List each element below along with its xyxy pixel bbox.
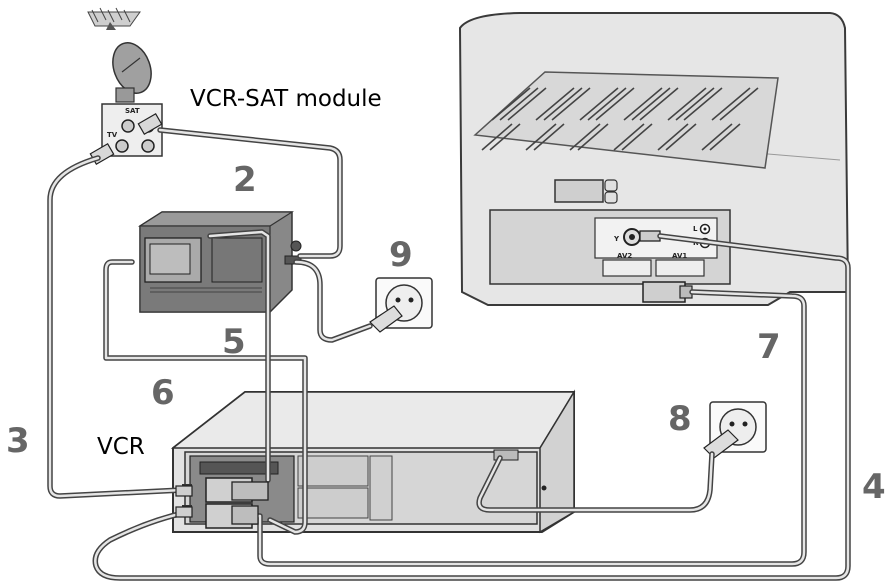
number-3: 3 xyxy=(6,421,30,461)
cable-2 xyxy=(157,127,343,259)
number-7: 7 xyxy=(757,327,781,367)
cable-5 xyxy=(207,229,271,483)
vcr-sat-module: SAT TV xyxy=(89,103,163,166)
vcr-rf-in-plug xyxy=(175,485,193,497)
antenna-symbol: Y xyxy=(613,235,620,243)
cable-7 xyxy=(249,289,807,567)
tv-port-label: TV xyxy=(107,131,118,139)
number-2: 2 xyxy=(233,160,257,200)
label-l: L xyxy=(693,225,698,233)
sat-port-label: SAT xyxy=(125,107,140,115)
cables xyxy=(47,127,851,581)
tv-vent-grille xyxy=(473,71,779,169)
av2-label: AV2 xyxy=(617,252,632,260)
cable-9 xyxy=(293,259,373,343)
cable-4 xyxy=(92,233,851,581)
number-4: 4 xyxy=(862,467,886,507)
av1-label: AV1 xyxy=(672,252,687,260)
number-9: 9 xyxy=(389,235,413,275)
vcr-scart-plug-1 xyxy=(231,481,269,501)
vcr-rf-out-plug xyxy=(175,506,193,518)
vcr-sat-module-label: VCR-SAT module xyxy=(190,86,382,112)
number-5: 5 xyxy=(222,322,246,362)
tv-set: Y L R AV2 AV1 xyxy=(458,12,850,306)
vcr-label: VCR xyxy=(97,434,145,460)
vcr-scart-plug-2 xyxy=(231,505,259,525)
wall-socket-9 xyxy=(369,277,433,333)
satellite-antenna xyxy=(87,7,152,103)
sat-receiver xyxy=(137,211,302,313)
wall-socket-8 xyxy=(703,401,767,459)
cable-3 xyxy=(47,155,185,499)
tv-connector-panel: Y L R AV2 AV1 xyxy=(489,209,731,285)
number-6: 6 xyxy=(151,373,175,413)
number-8: 8 xyxy=(668,399,692,439)
cable-6 xyxy=(103,259,308,535)
cable-8 xyxy=(476,451,715,513)
